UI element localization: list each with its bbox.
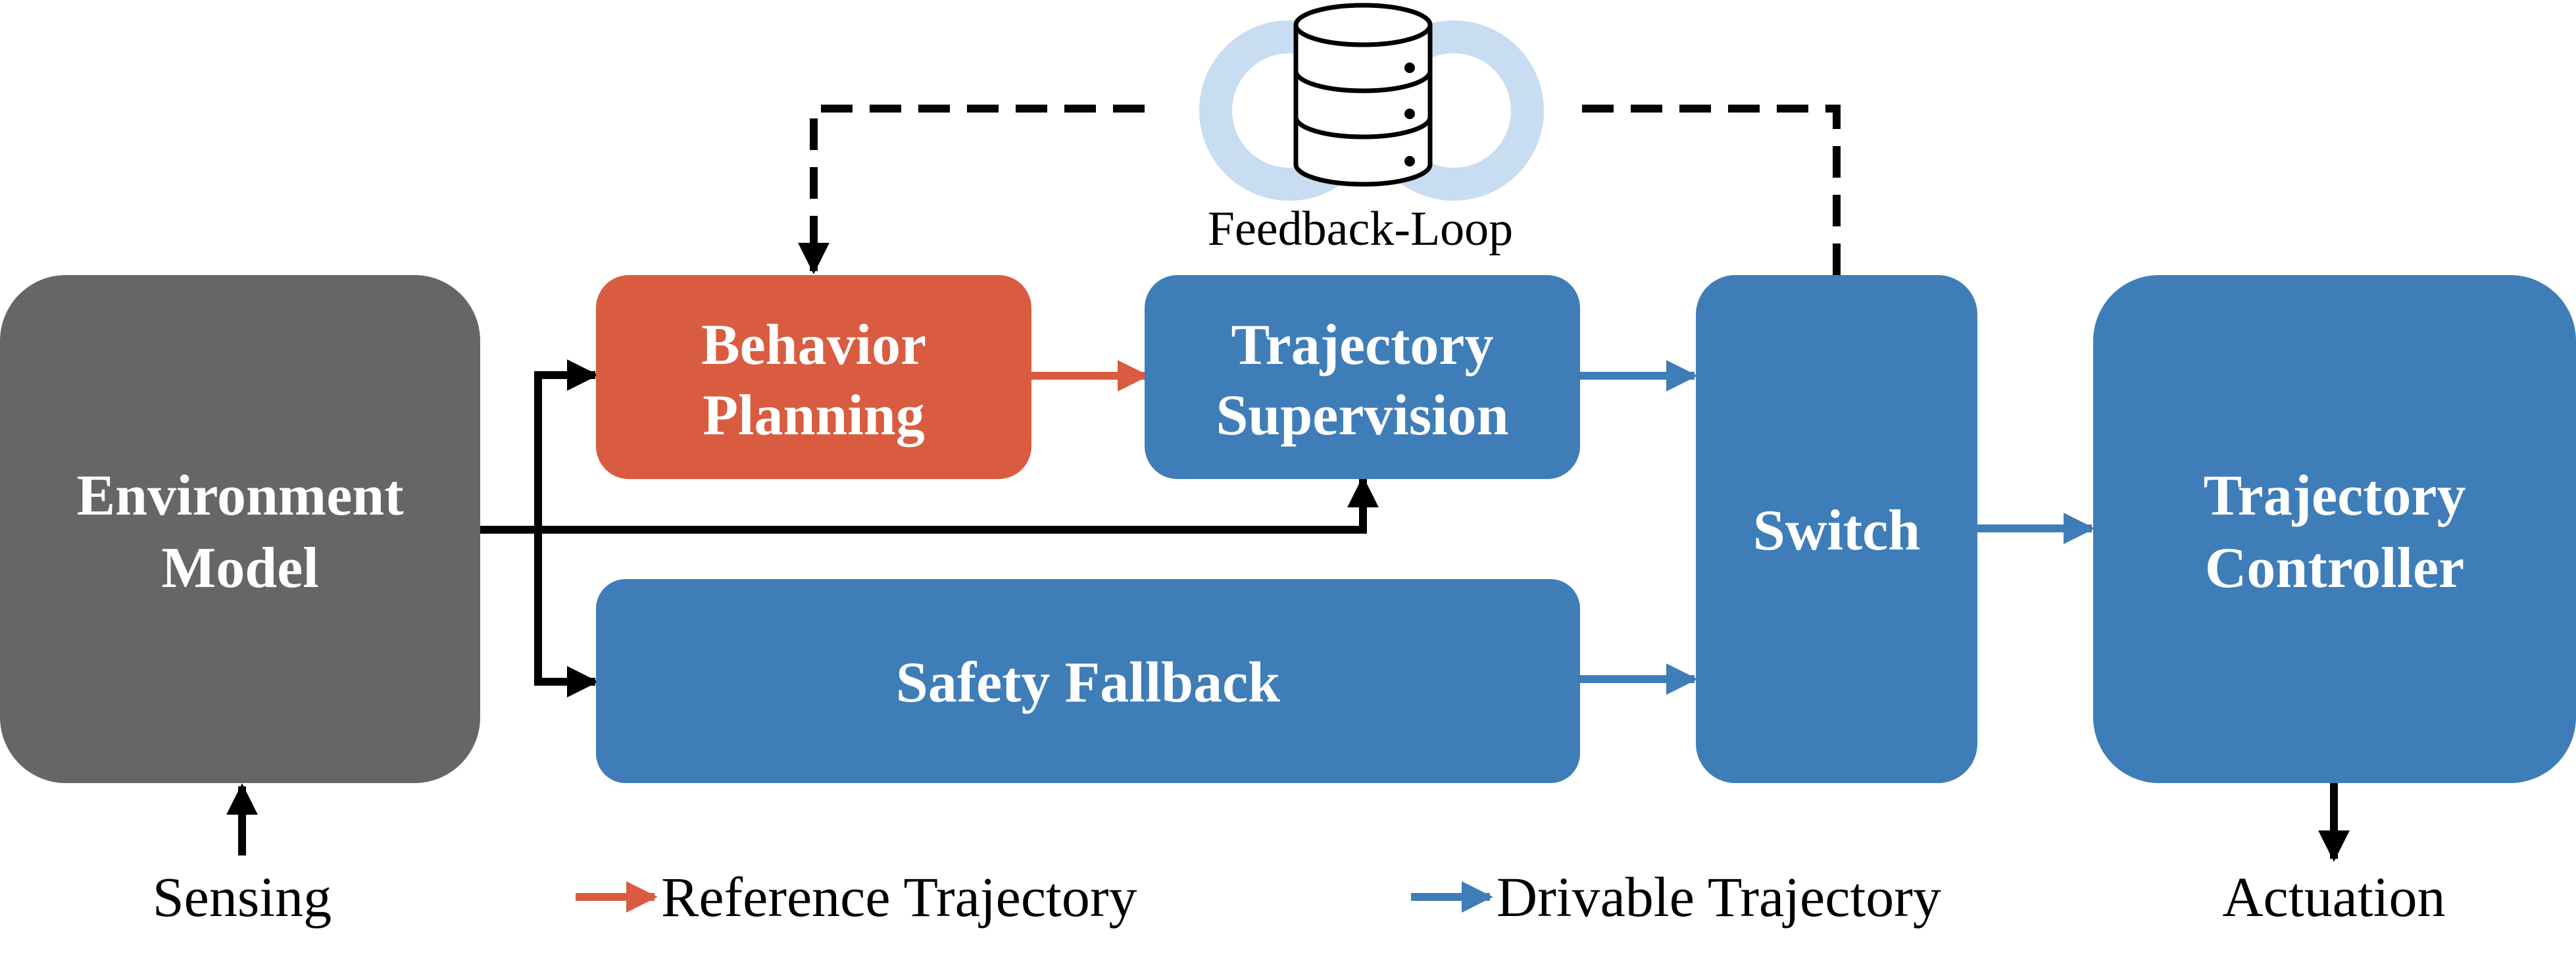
- legend: Reference Trajectory Drivable Trajectory: [576, 865, 1941, 929]
- trajectory-controller-line2: Controller: [2205, 536, 2464, 600]
- behavior-planning-line2: Planning: [703, 384, 924, 447]
- actuation-label: Actuation: [2222, 865, 2445, 929]
- feedback-dashed-line-right: [1582, 105, 1841, 275]
- environment-model-line1: Environment: [76, 464, 403, 528]
- trajectory-controller-box: Trajectory Controller: [2093, 275, 2576, 783]
- sensing-label: Sensing: [153, 865, 332, 929]
- switch-label: Switch: [1753, 499, 1920, 563]
- feedback-loop-label: Feedback-Loop: [1208, 202, 1513, 256]
- environment-model-box: Environment Model: [0, 275, 480, 783]
- trajectory-supervision-line1: Trajectory: [1231, 313, 1493, 377]
- trajectory-supervision-box: Trajectory Supervision: [1145, 275, 1580, 479]
- trajectory-supervision-line2: Supervision: [1216, 384, 1508, 447]
- trajectory-controller-line1: Trajectory: [2203, 464, 2465, 528]
- safety-fallback-box: Safety Fallback: [596, 579, 1580, 783]
- environment-model-line2: Model: [161, 536, 319, 600]
- environment-connectors: [479, 359, 1379, 698]
- legend-drivable-label: Drivable Trajectory: [1497, 865, 1941, 929]
- database-icon: [1293, 3, 1433, 187]
- legend-reference-label: Reference Trajectory: [661, 865, 1137, 929]
- switch-box: Switch: [1696, 275, 1977, 783]
- safety-fallback-label: Safety Fallback: [896, 651, 1280, 715]
- behavior-planning-line1: Behavior: [701, 313, 926, 377]
- behavior-planning-box: Behavior Planning: [596, 275, 1031, 479]
- feedback-dashed-line: [798, 105, 1145, 274]
